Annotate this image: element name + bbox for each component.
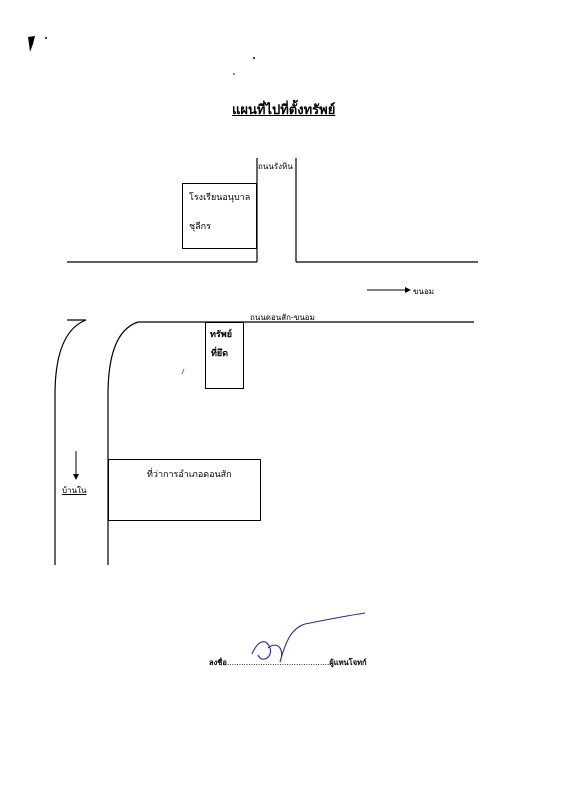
stray-mark: [181, 368, 185, 375]
signature-dots: ........................................…: [226, 658, 330, 667]
arrow-khanom-head: [405, 287, 411, 293]
district-office-box: ที่ว่าการอำเภอดอนสัก: [108, 459, 261, 521]
district-office-label: ที่ว่าการอำเภอดอนสัก: [147, 470, 232, 480]
kindergarten-label-line2: ชุลีกร: [189, 222, 211, 232]
map-title: แผนที่ไปที่ตั้งทรัพย์: [232, 103, 336, 118]
label-ban-nai: บ้านใน: [62, 486, 87, 495]
kindergarten-label-line1: โรงเรียนอนุบาล: [189, 193, 251, 203]
road-curve-left: [54, 319, 87, 565]
arrow-ban-nai-head: [73, 474, 79, 480]
property-label-line1: ทรัพย์: [210, 330, 232, 340]
scan-speck: [45, 37, 47, 39]
signature-scribble: [251, 612, 366, 663]
label-road-don-sak-khanom: ถนนดอนสัก-ขนอม: [250, 313, 315, 322]
road-curve-right: [107, 321, 139, 565]
property-label-line2: ที่ยึด: [211, 349, 229, 359]
scan-speck: [253, 57, 255, 59]
label-to-khanom: ขนอม: [413, 287, 435, 296]
signature-line: ลงชื่อ..................................…: [209, 657, 367, 669]
label-road-rang-hin: ถนนรังหิน: [258, 162, 293, 171]
signature-sign-label: ลงชื่อ: [209, 658, 227, 667]
kindergarten-box: โรงเรียนอนุบาล ชุลีกร: [182, 183, 257, 249]
scan-mark: [28, 36, 35, 52]
signature-role: ผู้แทนโจทก์: [329, 658, 367, 667]
scan-speck: [233, 73, 235, 75]
seized-property-box: ทรัพย์ ที่ยึด: [205, 322, 244, 389]
